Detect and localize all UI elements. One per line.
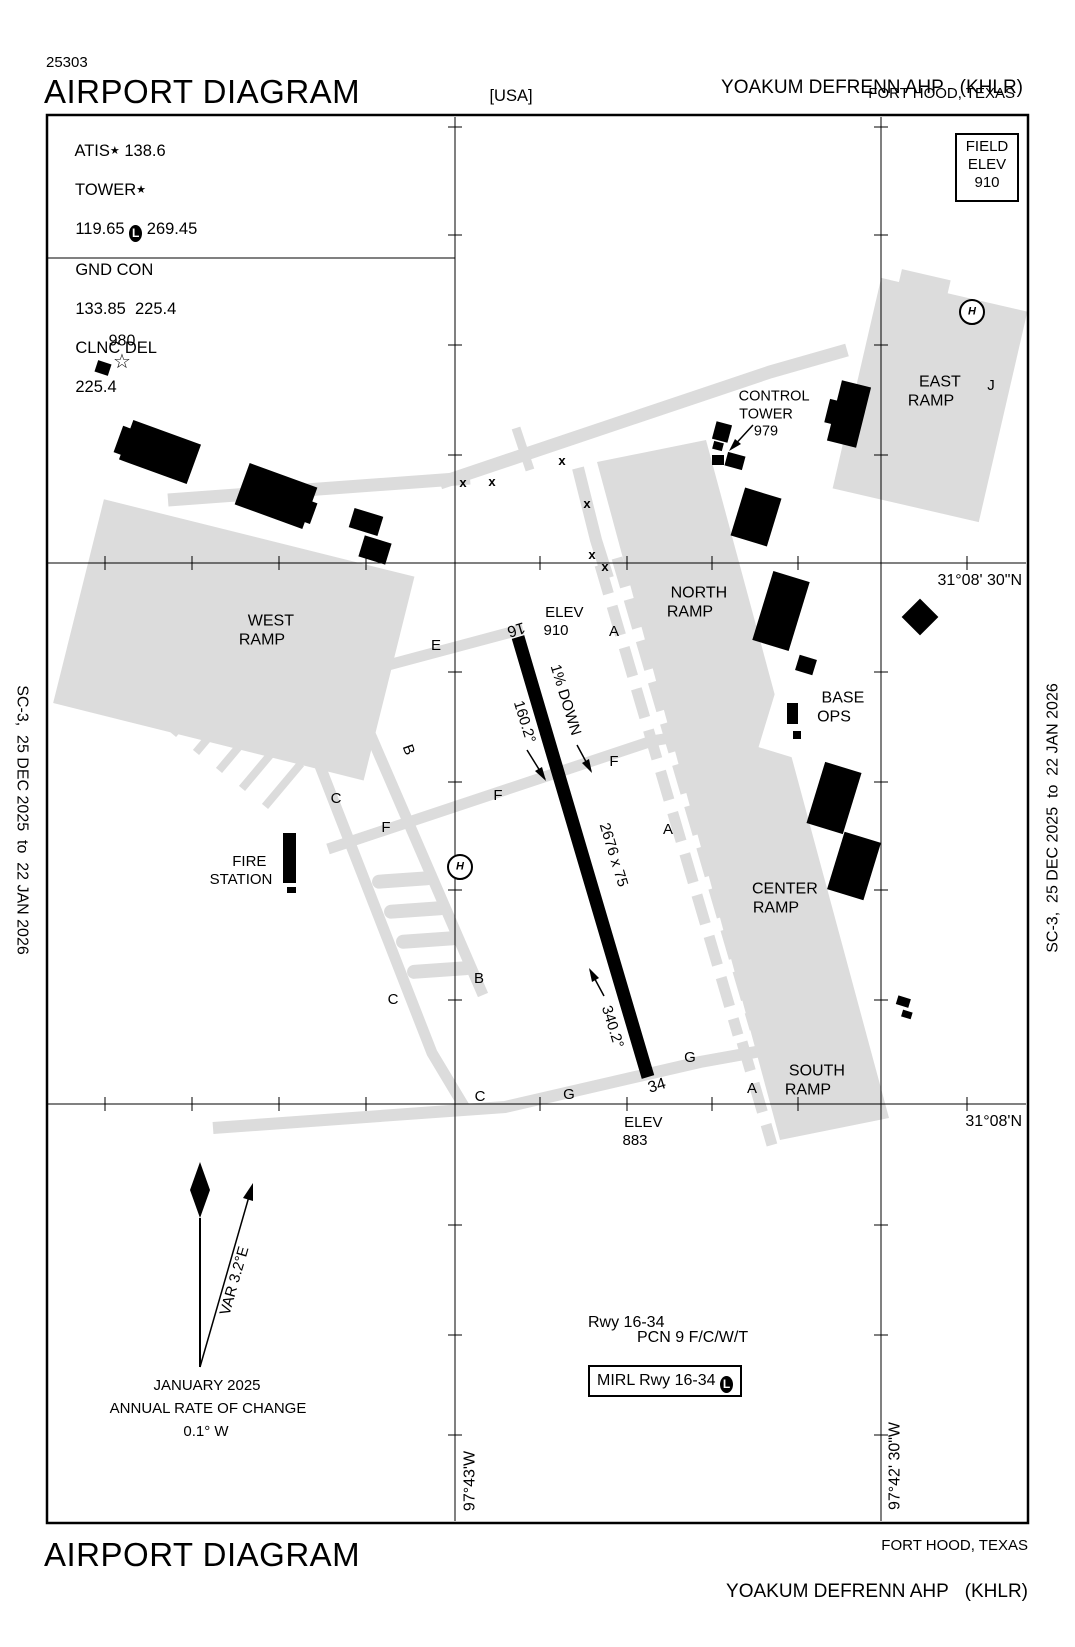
taxiway-label-a: A: [608, 623, 620, 640]
west-ramp-parking-comb: [146, 670, 305, 810]
chart-number: 25303: [46, 54, 88, 71]
field-elev-box: FIELD ELEV 910: [955, 133, 1019, 202]
control-tower-buildings: [711, 421, 746, 471]
helipad-icon: H: [968, 305, 976, 318]
buildings: [94, 360, 939, 1020]
base-ops-notch: [758, 634, 884, 775]
taxiway-label-f: F: [381, 819, 391, 836]
page-title: AIRPORT DIAGRAM: [44, 73, 361, 110]
taxiway-label-f: F: [609, 753, 619, 770]
taxiway-label-f: F: [493, 787, 503, 804]
comm-box: ATIS★ 138.6 TOWER★ 119.65 L 269.45 GND C…: [74, 141, 198, 397]
taxiway-label-e: E: [430, 637, 442, 654]
region-tag: [USA]: [489, 87, 533, 106]
north-arrow: [190, 1162, 210, 1367]
closed-taxiway-marker: x: [488, 474, 496, 490]
header-airport: YOAKUM DEFRENN AHP (KHLR): [721, 76, 1023, 98]
taxiway-label-c: C: [330, 790, 342, 807]
graticule-ticks-vertical: [448, 126, 888, 1436]
beacon-elevation: 980: [108, 332, 136, 350]
lighted-symbol-icon: L: [720, 1376, 733, 1393]
taxiway-label-c: C: [387, 991, 399, 1008]
closed-taxiway-marker: x: [588, 547, 596, 563]
closed-taxiway-marker: x: [459, 475, 467, 491]
graticule: [48, 117, 1026, 1521]
taxiway-label-j: J: [987, 377, 995, 394]
taxiway-label-g: G: [684, 1049, 696, 1066]
pcn-note: PCN 9 F/C/W/T: [637, 1329, 749, 1346]
annotation-arrows: [526, 424, 754, 997]
closed-taxiway-marker: x: [601, 559, 609, 575]
lighted-symbol-icon: L: [129, 224, 143, 242]
taxiway-label-b: B: [473, 970, 485, 987]
taxiway-label-g: G: [563, 1086, 575, 1103]
map-border: [45, 113, 1030, 1525]
helipad-circle-east-ramp: [959, 299, 985, 325]
lon-left: 97°43'W: [461, 1450, 479, 1512]
taxiway-label-a: A: [662, 821, 674, 838]
fire-station-building: [283, 833, 296, 883]
star-icon: ★: [136, 183, 147, 196]
taxiway-a-dashes: [594, 556, 778, 1147]
closed-taxiway-marker: x: [583, 496, 591, 512]
footer-airport: YOAKUM DEFRENN AHP (KHLR): [726, 1580, 1028, 1602]
taxiway-label-c: C: [474, 1088, 486, 1105]
footer-location: FORT HOOD, TEXAS: [881, 1537, 1028, 1554]
variation-arrow: [199, 1183, 253, 1368]
annual-rate-label: ANNUAL RATE OF CHANGE: [109, 1400, 307, 1417]
north-center-south-ramp-shape: [597, 440, 889, 1140]
parking-fingers: [372, 871, 473, 979]
star-icon: ★: [109, 144, 120, 157]
beacon-star-icon: ☆: [113, 351, 131, 373]
closed-taxiway-marker: x: [558, 453, 566, 469]
edition-left: SC-3, 25 DEC 2025 to 22 JAN 2026: [13, 685, 31, 955]
lat-lower: 31°08'N: [965, 1113, 1022, 1130]
diamond-building: [901, 598, 939, 636]
helipad-circle-taxiway: [447, 854, 473, 880]
taxiway-label-a: A: [746, 1080, 758, 1097]
lat-upper: 31°08' 30"N: [937, 572, 1022, 589]
helipad-icon: H: [456, 860, 464, 873]
edition-right: SC-3, 25 DEC 2025 to 22 JAN 2026: [1044, 683, 1062, 953]
mirl-note-box: MIRL Rwy 16-34 L: [588, 1365, 742, 1397]
lon-right: 97°42' 30"W: [886, 1421, 904, 1511]
runway-16-34: [511, 635, 655, 1079]
west-ramp-shape: [53, 499, 415, 781]
variation-date: JANUARY 2025: [153, 1377, 261, 1394]
rwy-note: Rwy 16-34: [588, 1314, 665, 1331]
annual-rate-value: 0.1° W: [183, 1423, 229, 1440]
header-location: FORT HOOD, TEXAS: [868, 85, 1015, 102]
footer-title: AIRPORT DIAGRAM: [44, 1536, 361, 1573]
